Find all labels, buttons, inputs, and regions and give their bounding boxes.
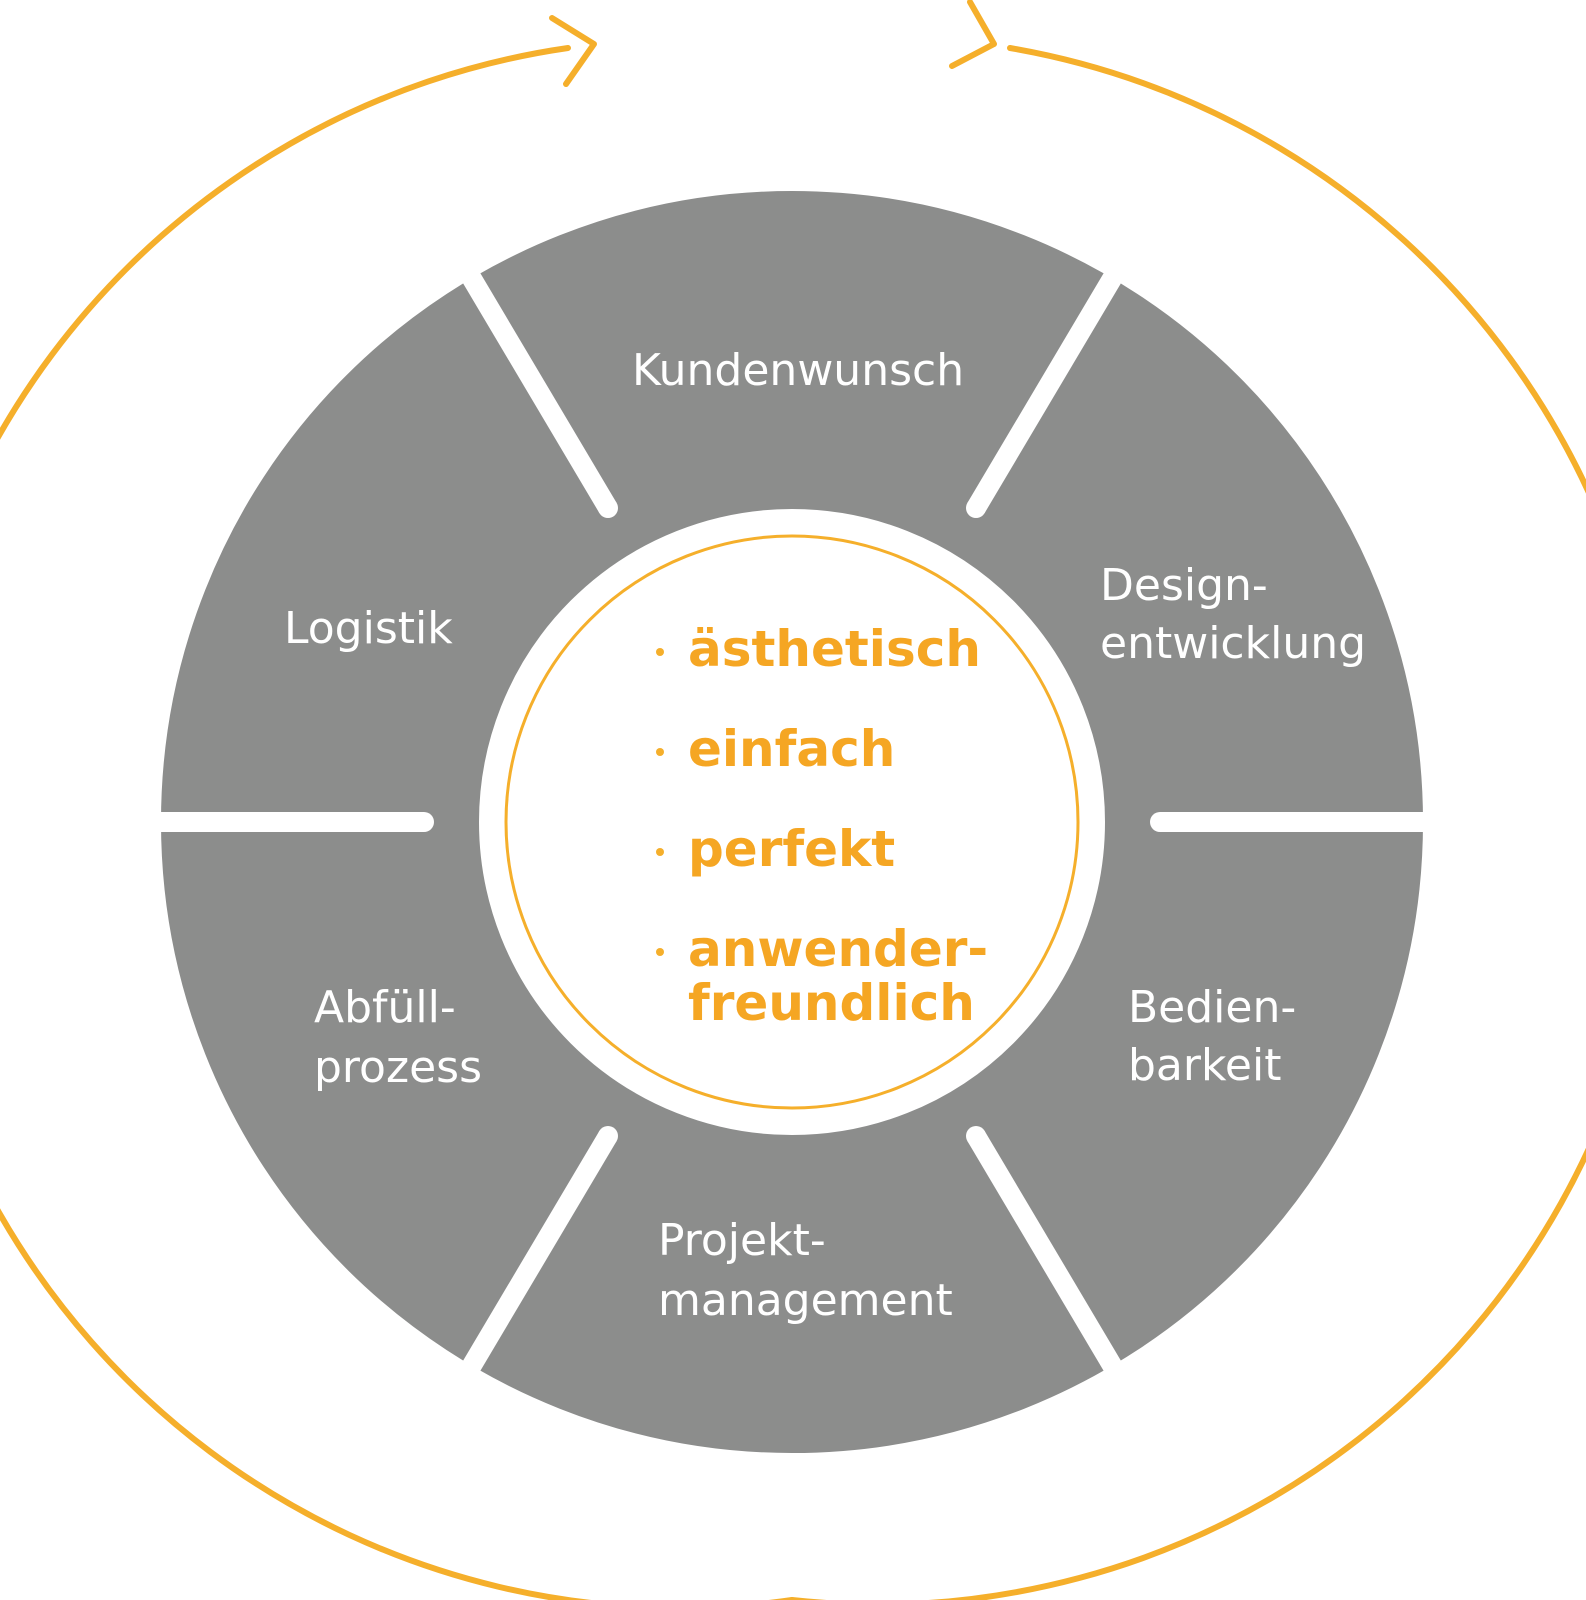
divider-logistik-kundenwunsch bbox=[459, 266, 617, 514]
divider-cap bbox=[966, 1126, 986, 1146]
segment-label-line: Bedien- bbox=[1128, 982, 1296, 1033]
bullet-icon bbox=[656, 748, 664, 756]
segment-label-line: Design- bbox=[1100, 560, 1268, 611]
segment-label-line: prozess bbox=[314, 1042, 482, 1093]
segment-label-abfuellprozess: Abfüll- prozess bbox=[314, 982, 482, 1093]
left-arrowhead-icon bbox=[549, 15, 597, 87]
segment-labels: Kundenwunsch Design- entwicklung Bedien-… bbox=[284, 345, 1366, 1326]
quality-line: freundlich bbox=[688, 974, 975, 1032]
segment-label-line: Logistik bbox=[284, 603, 453, 654]
segment-divider-caps bbox=[414, 498, 1170, 1146]
core-qualities: ästhetisch einfach perfekt anwender- fre… bbox=[656, 620, 1006, 1032]
segment-label-line: management bbox=[658, 1275, 953, 1326]
divider-cap bbox=[598, 498, 618, 518]
right-cycle-arc bbox=[789, 45, 1586, 1600]
bullet-icon bbox=[656, 648, 664, 656]
core-outline bbox=[504, 534, 1080, 1110]
quality-line: ästhetisch bbox=[688, 620, 981, 678]
quality-einfach: einfach bbox=[688, 720, 895, 778]
segment-label-line: Kundenwunsch bbox=[632, 345, 964, 396]
segment-dividers bbox=[144, 266, 1440, 1378]
segment-label-logistik: Logistik bbox=[284, 603, 453, 654]
segment-label-line: Projekt- bbox=[658, 1215, 826, 1266]
divider-cap bbox=[1150, 812, 1170, 832]
right-arrowhead-icon bbox=[949, 0, 997, 69]
segment-label-line: barkeit bbox=[1128, 1040, 1281, 1091]
divider-kundenwunsch-design bbox=[967, 266, 1125, 514]
quality-line: anwender- bbox=[688, 920, 988, 978]
segment-label-kundenwunsch: Kundenwunsch bbox=[632, 345, 964, 396]
segment-label-bedienbarkeit: Bedien- barkeit bbox=[1128, 982, 1310, 1091]
segment-label-line: entwicklung bbox=[1100, 618, 1366, 669]
segment-label-designentwicklung: Design- entwicklung bbox=[1100, 560, 1366, 669]
segment-label-projektmanagement: Projekt- management bbox=[658, 1215, 953, 1326]
divider-bedienbarkeit-projekt bbox=[967, 1130, 1125, 1378]
quality-line: perfekt bbox=[688, 820, 895, 878]
quality-aesthetisch: ästhetisch bbox=[688, 620, 981, 678]
quality-anwenderfreundlich: anwender- freundlich bbox=[688, 920, 1006, 1032]
divider-projekt-abfuell bbox=[459, 1130, 617, 1378]
divider-cap bbox=[598, 1126, 618, 1146]
divider-cap bbox=[966, 498, 986, 518]
left-cycle-arc bbox=[0, 45, 795, 1600]
divider-cap bbox=[414, 812, 434, 832]
quality-line: einfach bbox=[688, 720, 895, 778]
segment-label-line: Abfüll- bbox=[314, 982, 456, 1033]
bullet-icon bbox=[656, 948, 664, 956]
bullet-icon bbox=[656, 848, 664, 856]
quality-perfekt: perfekt bbox=[688, 820, 895, 878]
